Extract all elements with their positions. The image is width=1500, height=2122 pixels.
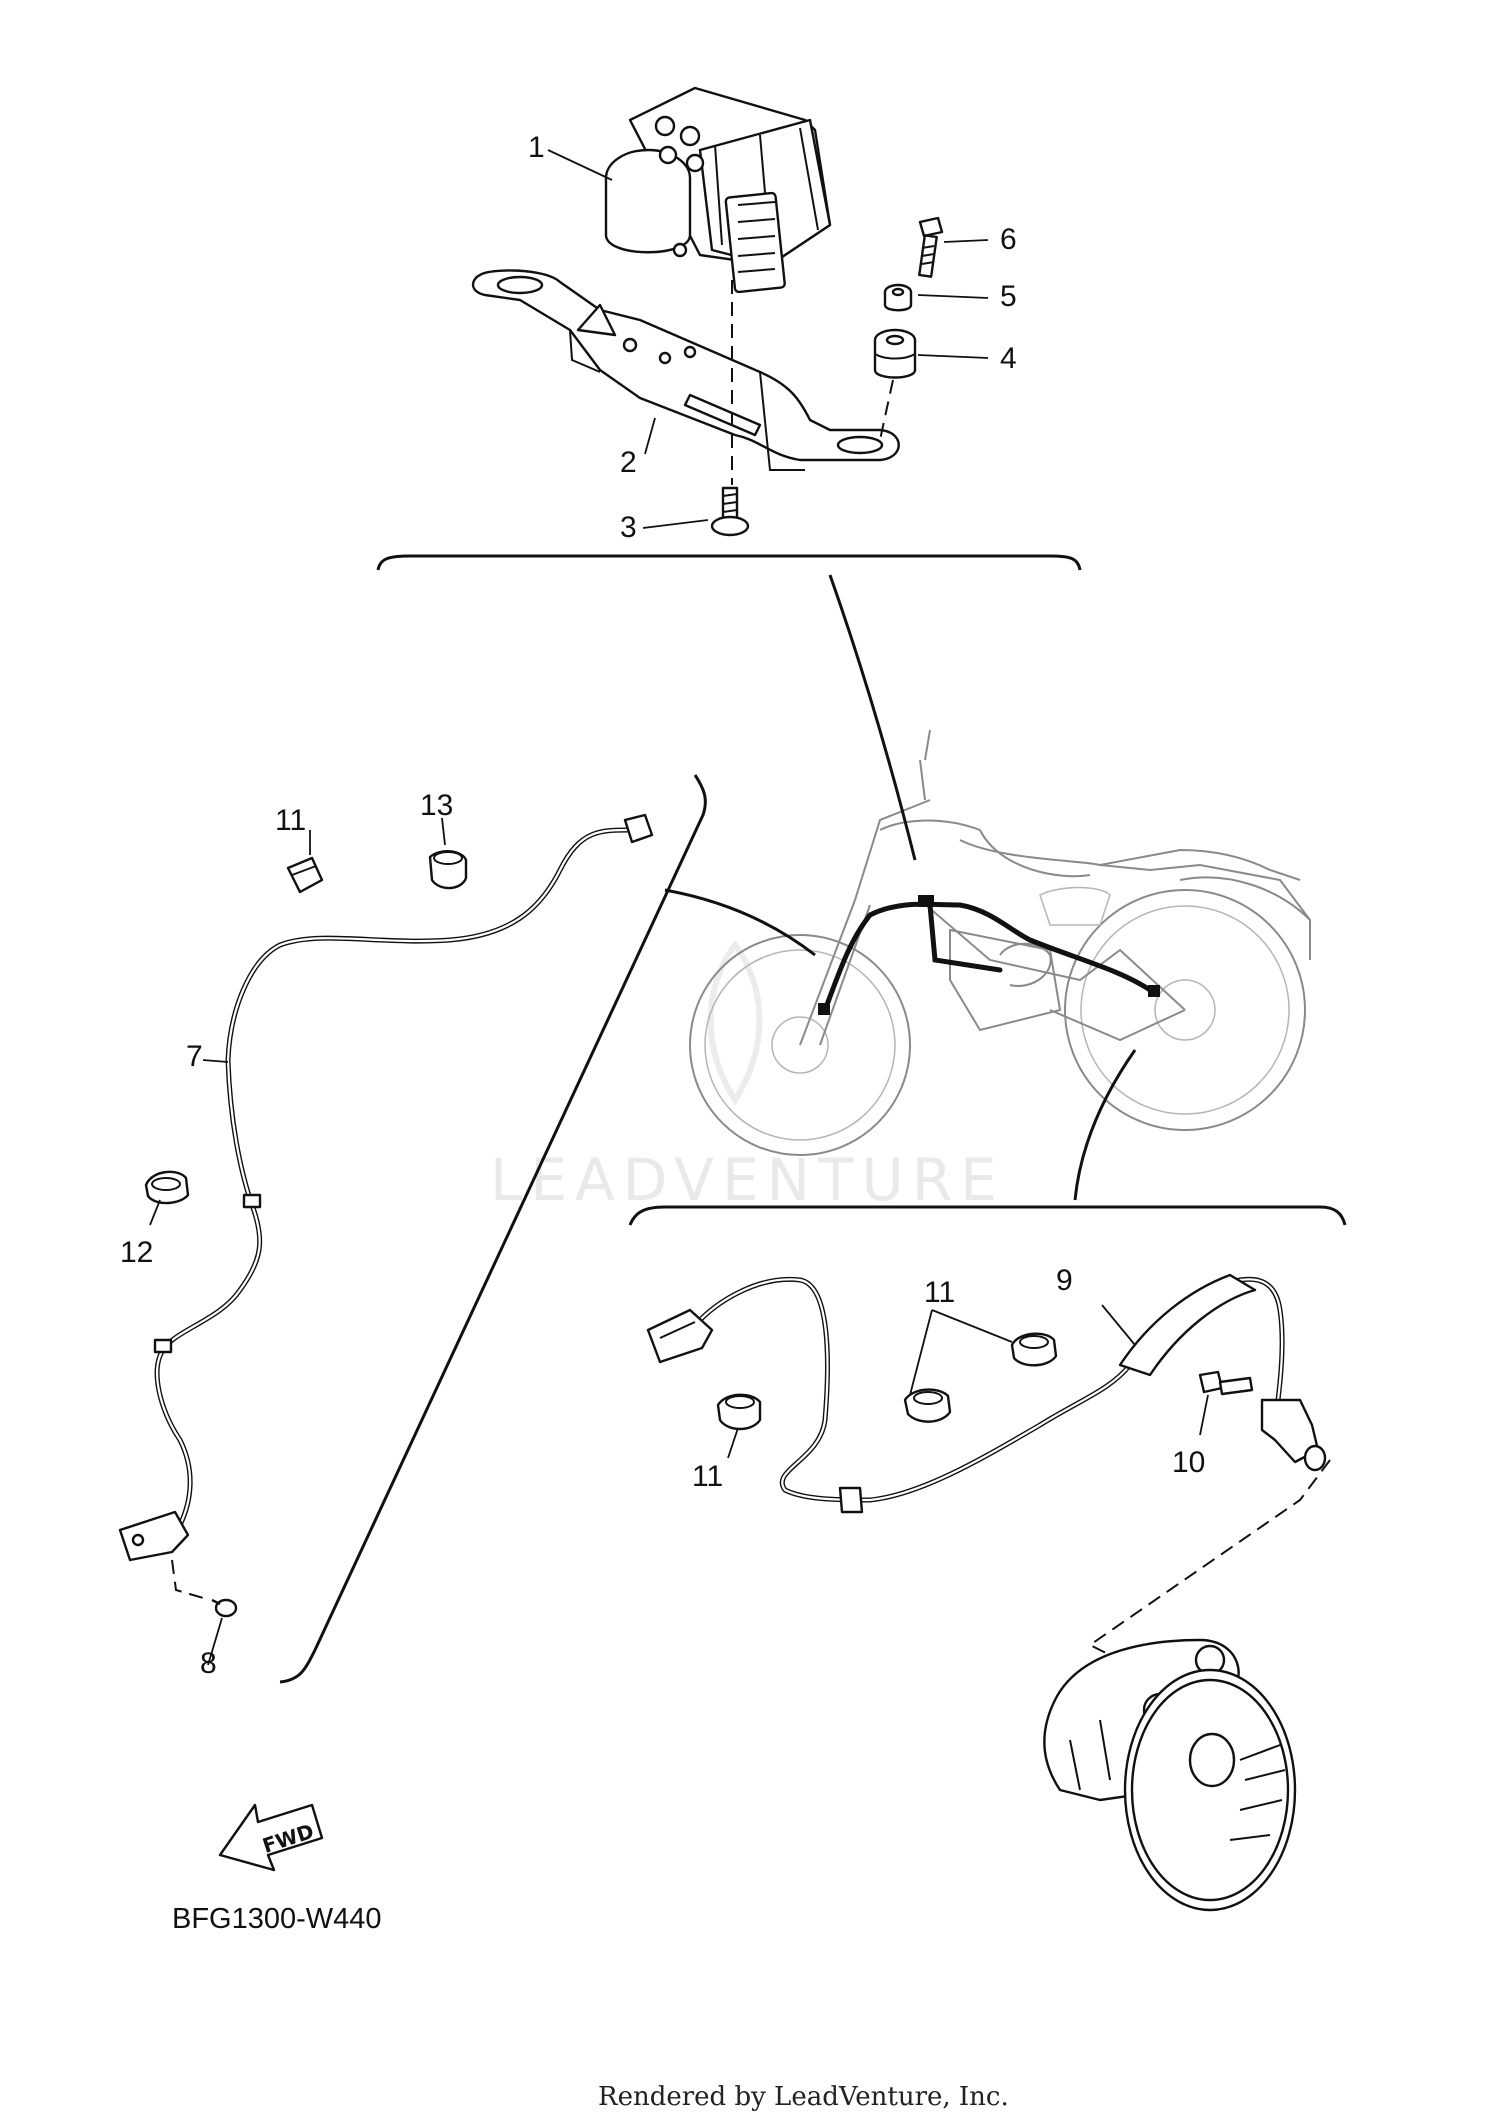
callout-1: 1 [528, 131, 545, 164]
abs-unit-group [471, 86, 944, 537]
front-wheel-sensor-lead[interactable] [118, 813, 654, 1562]
right-inset-frame [628, 1205, 1347, 1226]
sensor-dash-line [171, 1559, 211, 1601]
watermark: LEADVENTURE [490, 939, 1005, 1214]
leader-left-to-bike [664, 888, 816, 957]
leader-top-to-bike [828, 574, 917, 861]
callout-9: 9 [1056, 1264, 1073, 1297]
abs-bracket[interactable] [471, 269, 900, 471]
callout-13: 13 [420, 789, 453, 822]
callout-leaders [149, 149, 1209, 1666]
left-inset-frame [279, 774, 707, 1684]
callout-4: 4 [1000, 342, 1017, 375]
bracket-bolt[interactable] [710, 486, 750, 537]
top-inset-frame [376, 554, 1082, 571]
diagram-code: BFG1300-W440 [172, 1903, 382, 1935]
mounting-bolt[interactable] [918, 216, 944, 278]
callout-3: 3 [620, 511, 637, 544]
callout-labels: 1 2 3 4 5 6 7 8 9 10 11 11 11 12 13 [120, 131, 1205, 1680]
abs-hydraulic-unit[interactable] [604, 86, 832, 294]
clamp-left-11[interactable] [286, 856, 324, 894]
callout-11-right-top: 11 [924, 1276, 955, 1309]
collar[interactable] [883, 283, 913, 312]
rear-wheel-sensor-lead[interactable] [646, 1273, 1327, 1514]
callout-2: 2 [620, 446, 637, 479]
fwd-arrow-icon: FWD [218, 1803, 324, 1872]
callout-8: 8 [200, 1647, 217, 1680]
rubber-grommet[interactable] [873, 328, 917, 379]
clamp-right-b[interactable] [903, 1388, 952, 1423]
callout-7: 7 [186, 1040, 203, 1073]
callout-12: 12 [120, 1236, 153, 1269]
callout-11-right-bottom: 11 [692, 1460, 723, 1493]
watermark-text: LEADVENTURE [490, 1146, 1005, 1214]
sensor-bolt-right[interactable] [1198, 1370, 1254, 1396]
clamp-left-12[interactable] [144, 1170, 190, 1205]
clamp-left-13[interactable] [428, 850, 468, 890]
sensor-screw-left[interactable] [211, 1598, 238, 1618]
callout-11-left: 11 [275, 804, 306, 837]
rear-brake-caliper-bracket [1043, 1638, 1297, 1912]
clamp-right-a[interactable] [716, 1393, 762, 1431]
callout-6: 6 [1000, 223, 1017, 256]
motorcycle-silhouette [689, 729, 1311, 1156]
leader-right-to-bike [1073, 1049, 1137, 1201]
clamp-right-c[interactable] [1010, 1332, 1058, 1367]
callout-5: 5 [1000, 280, 1017, 313]
footer-credit: Rendered by LeadVenture, Inc. [598, 2082, 1009, 2112]
callout-10: 10 [1172, 1446, 1205, 1479]
